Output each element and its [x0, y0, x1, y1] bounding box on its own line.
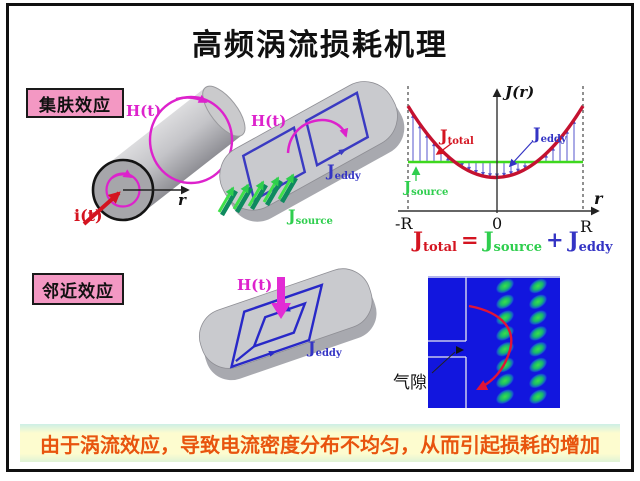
cylinder-radius-label: r	[178, 191, 187, 209]
proximity-slab-diagram: H(t) Jeddy	[199, 268, 377, 381]
skin-effect-text: 集肤效应	[39, 95, 111, 115]
fringing-flux-arrow	[468, 304, 513, 391]
tick-posR: R	[580, 217, 593, 236]
spiral-loop-inner	[252, 301, 307, 349]
jeddy-pointer-arrow	[508, 141, 533, 168]
eddy-loop-arrow	[338, 148, 347, 156]
jtotal-curve	[406, 105, 585, 179]
conclusion-text: 由于涡流效应，导致电流密度分布不均匀，从而引起损耗的增加	[40, 434, 600, 457]
h-field-arc-arrow	[286, 119, 349, 154]
slide-border	[6, 3, 634, 472]
current-arrow	[82, 191, 121, 226]
spiral-arrow	[268, 350, 277, 357]
graph-x-label: r	[594, 189, 604, 208]
tick-negR: -R	[395, 214, 413, 233]
label-skin-effect: 集肤效应	[26, 88, 124, 118]
air-gap-label: 气隙	[393, 373, 427, 393]
skin-slab-diagram: H(t) Jeddy Jsource	[217, 81, 405, 227]
spiral-loop-outer	[229, 283, 324, 369]
proximity-effect-text: 邻近效应	[42, 281, 114, 301]
jtotal-label: Jtotal	[438, 126, 474, 147]
jeddy-label: Jeddy	[531, 124, 568, 145]
conclusion-banner: 由于涡流效应，导致电流密度分布不均匀，从而引起损耗的增加	[20, 424, 620, 462]
air-gap-leader-line	[431, 351, 456, 374]
air-gap-pointer-tip	[456, 346, 464, 354]
fem-simulation-image: 气隙	[393, 276, 560, 408]
equation: Jtotal=Jsource+Jeddy	[411, 227, 613, 255]
label-proximity-effect: 邻近效应	[32, 273, 124, 305]
slab2-top	[199, 268, 373, 369]
slab2-h-label: H(t)	[237, 276, 272, 294]
cylinder-current-label: i(t)	[74, 206, 103, 225]
slab2-jeddy-label: Jeddy	[306, 338, 343, 359]
slab-jsource-label: Jsource	[286, 206, 333, 227]
flux-density-blobs	[495, 278, 548, 405]
slab-top	[219, 81, 398, 211]
inner-h-loop-arrow	[111, 169, 133, 179]
slab-h-label: H(t)	[251, 112, 286, 130]
cylinder-diagram: H(t) i(t) r	[74, 85, 246, 226]
spiral-connector	[235, 345, 255, 362]
eddy-loop-2	[304, 90, 370, 168]
jsource-label: Jsource	[402, 178, 448, 198]
cylinder-far-cap	[202, 85, 246, 137]
jtotal-pointer-arrow	[435, 142, 453, 155]
source-current-arrows	[217, 173, 298, 217]
slab-jeddy-label: Jeddy	[325, 161, 362, 182]
page-title: 高频涡流损耗机理	[192, 28, 448, 63]
h-field-down-arrow	[271, 277, 291, 319]
current-density-graph: J(r) r -R 0 R Jtotal Jeddy Jsource Jtota…	[395, 83, 613, 255]
h-field-loop-arrow	[175, 94, 208, 104]
graph-y-label: J(r)	[502, 83, 534, 101]
cylinder-h-label: H(t)	[126, 102, 161, 120]
tick-zero: 0	[492, 214, 502, 233]
